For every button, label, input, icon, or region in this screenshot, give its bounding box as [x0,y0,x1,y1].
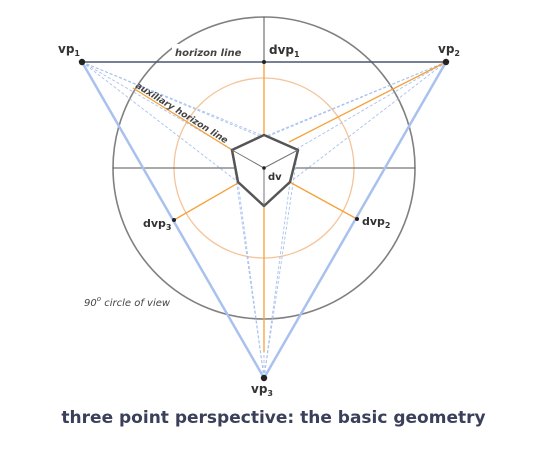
dvp1-label: dvp1 [269,43,300,59]
vp2-point [442,58,450,66]
dvp1-point [262,60,266,64]
vp2-vp3-line [262,61,448,379]
caption: three point perspective: the basic geome… [61,408,486,428]
dv-label: dv [268,172,282,183]
vp2-label: vp2 [438,42,460,58]
points [78,58,450,382]
circle-of-view-label: 90o circle of view [84,295,171,309]
auxiliary-horizon-label: auxiliary horizon line [133,81,229,146]
dvp3-point [172,218,176,222]
vp3-label: vp3 [251,382,273,398]
dvp2-label: dvp2 [362,215,391,230]
dv-point [262,166,266,170]
horizon-line-label: horizon line [175,48,242,59]
vp1-label: vp1 [58,42,80,58]
cube [230,133,300,208]
dvp2-point [355,217,359,221]
vp1-point [78,58,86,66]
vp3-point [260,374,268,382]
dvp3-label: dvp3 [143,217,172,232]
